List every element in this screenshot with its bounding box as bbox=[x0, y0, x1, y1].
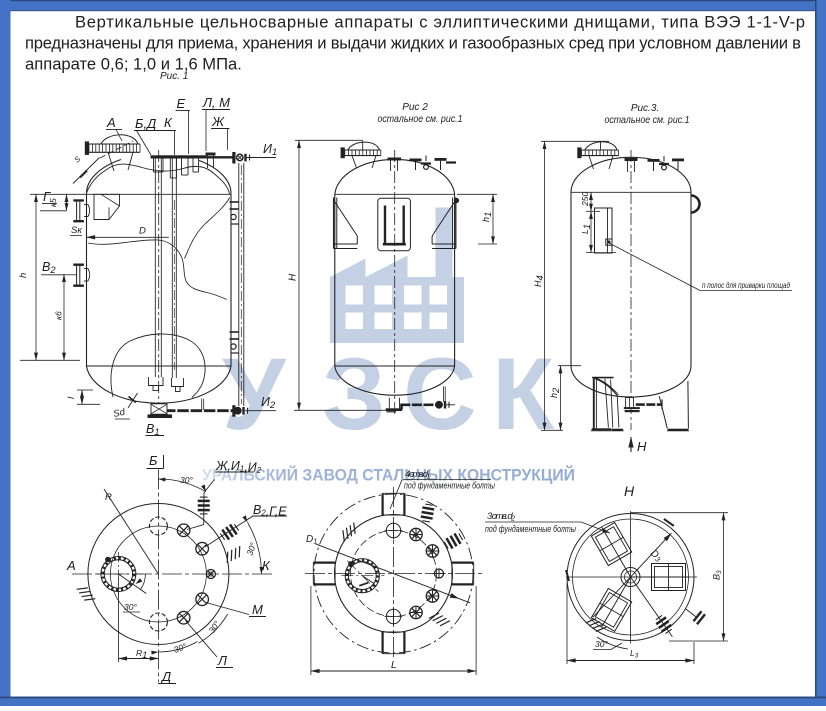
svg-text:30°: 30° bbox=[595, 639, 608, 649]
svg-text:Н: Н bbox=[624, 483, 635, 499]
svg-text:предназначены для приема, хран: предназначены для приема, хранения и выд… bbox=[25, 34, 801, 53]
svg-text:Е: Е bbox=[177, 96, 186, 111]
svg-text:Рис.3.: Рис.3. bbox=[631, 103, 659, 114]
svg-text:Ж,И1,И2: Ж,И1,И2 bbox=[215, 459, 262, 475]
svg-text:У: У bbox=[222, 337, 287, 451]
svg-text:L: L bbox=[391, 660, 397, 671]
svg-text:Л: Л bbox=[217, 653, 227, 668]
svg-text:R: R bbox=[105, 492, 112, 503]
svg-text:Sк: Sк bbox=[71, 225, 82, 236]
svg-text:Б,Д: Б,Д bbox=[135, 116, 156, 131]
svg-text:3 отв. d2: 3 отв. d2 bbox=[487, 511, 515, 523]
svg-text:H: H bbox=[288, 273, 299, 281]
svg-text:Ж: Ж bbox=[211, 114, 225, 129]
svg-text:к6: к6 bbox=[54, 311, 64, 320]
svg-text:А: А bbox=[66, 558, 76, 573]
svg-text:под фундаментные болты: под фундаментные болты bbox=[485, 524, 576, 535]
svg-text:Д: Д bbox=[160, 669, 171, 684]
svg-text:Н: Н bbox=[637, 439, 647, 454]
svg-text:К: К bbox=[164, 115, 173, 130]
svg-text:аппарате 0,6; 1,0 и 1,6 МПа.: аппарате 0,6; 1,0 и 1,6 МПа. bbox=[25, 55, 242, 74]
svg-text:под фундаментные болты: под фундаментные болты bbox=[404, 481, 495, 492]
svg-text:250: 250 bbox=[580, 192, 590, 207]
svg-text:D1: D1 bbox=[306, 534, 317, 546]
svg-text:Вертикальные цельносварные апп: Вертикальные цельносварные аппараты с эл… bbox=[75, 13, 805, 32]
svg-text:К: К bbox=[492, 337, 555, 451]
svg-text:Рис 2: Рис 2 bbox=[402, 102, 428, 113]
svg-text:30°: 30° bbox=[180, 475, 193, 485]
svg-text:D: D bbox=[139, 226, 146, 237]
svg-text:М: М bbox=[252, 602, 263, 617]
svg-text:30°: 30° bbox=[124, 602, 137, 612]
svg-text:А: А bbox=[106, 115, 116, 130]
svg-text:остальное см. рис.1: остальное см. рис.1 bbox=[605, 115, 690, 126]
svg-text:к5: к5 bbox=[48, 198, 58, 207]
svg-text:Рис. 1: Рис. 1 bbox=[160, 71, 188, 82]
svg-text:К: К bbox=[262, 558, 271, 573]
svg-text:остальное см. рис.1: остальное см. рис.1 bbox=[378, 114, 463, 125]
svg-text:h: h bbox=[18, 273, 29, 278]
svg-text:Л, М: Л, М bbox=[202, 95, 230, 110]
svg-text:4 отв. d1: 4 отв. d1 bbox=[405, 469, 430, 481]
svg-text:Б: Б bbox=[149, 453, 158, 468]
svg-text:п полос для приварки площад: п полос для приварки площад bbox=[702, 280, 790, 290]
